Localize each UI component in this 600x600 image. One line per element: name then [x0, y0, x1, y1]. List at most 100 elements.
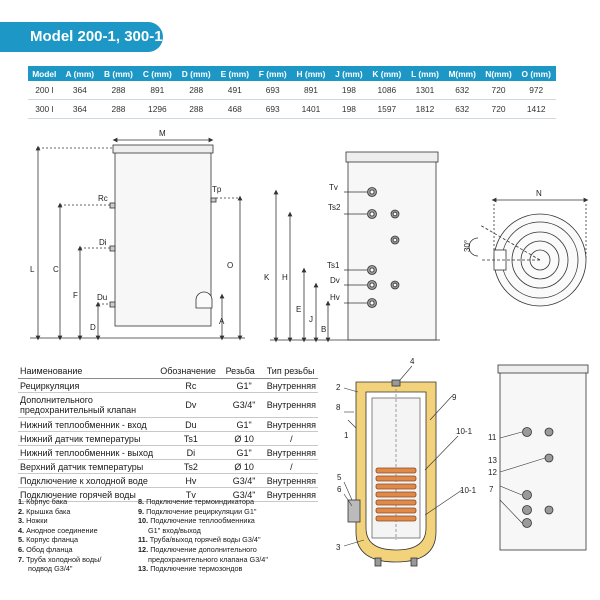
- connections-cell-type: /: [264, 459, 318, 474]
- list-item: 13. Подключение термозондов: [138, 564, 268, 574]
- dims-header-cell: N(mm): [480, 66, 517, 81]
- side-labels: Tv Ts2 Ts1 Dv Hv K H E J B: [264, 183, 341, 334]
- dims-cell: 891: [291, 81, 331, 100]
- connections-cell-thread: G1": [223, 378, 265, 393]
- dims-header-cell: E (mm): [215, 66, 254, 81]
- part-text: подвод G3/4": [28, 564, 73, 574]
- dims-header-cell: A (mm): [60, 66, 100, 81]
- connections-header-cell: Наименование: [18, 364, 159, 379]
- part-number: 7.: [18, 554, 25, 564]
- sec-num-5: 5: [337, 473, 342, 482]
- part-text: Анодное соединение: [26, 525, 98, 535]
- dims-cell: 288: [99, 81, 138, 100]
- label-Ts1: Ts1: [327, 261, 340, 270]
- list-item: 9. Подключение рециркуляции G1": [138, 507, 268, 517]
- connections-cell-name: Рециркуляция: [18, 378, 159, 393]
- dims-cell: 491: [215, 81, 254, 100]
- connections-cell-code: Di: [158, 445, 224, 460]
- label-Tp: Tp: [212, 185, 222, 194]
- title-banner: Model 200-1, 300-1: [0, 22, 163, 52]
- part-number: 8.: [138, 497, 145, 506]
- label-C: C: [53, 265, 59, 274]
- connections-cell-name: Нижний датчик температуры: [18, 431, 159, 446]
- connections-cell-code: Du: [158, 417, 224, 432]
- connections-header-cell: Тип резьбы: [264, 364, 318, 379]
- connections-cell-code: Tv: [158, 487, 224, 502]
- dims-cell: 364: [60, 99, 100, 119]
- top-labels: N 30°: [463, 189, 542, 252]
- connections-cell-code: Ts2: [158, 459, 224, 474]
- dims-header-cell: O (mm): [516, 66, 556, 81]
- connections-cell-name: Нижний теплообменник - выход: [18, 445, 159, 460]
- part-number: 5.: [18, 535, 25, 545]
- part-text: Обод фланца: [26, 544, 73, 554]
- connections-cell-type: Внутренняя: [264, 417, 318, 432]
- list-item: 12. Подключение дополнительного: [138, 545, 268, 555]
- connections-cell-type: Внутренняя: [264, 445, 318, 460]
- connections-header-cell: Обозначение: [158, 364, 224, 379]
- connections-header-cell: Резьба: [223, 364, 265, 379]
- list-item: подвод G3/4": [18, 564, 101, 574]
- dims-cell: 720: [480, 99, 517, 119]
- part-text: Подключение рециркуляции G1": [146, 506, 257, 516]
- part-number: 4.: [18, 525, 25, 535]
- dims-cell: 632: [443, 81, 481, 100]
- sec-num-12: 12: [488, 468, 497, 477]
- connections-cell-code: Ts1: [158, 431, 224, 446]
- sec-num-11: 11: [488, 433, 497, 442]
- page-title: Model 200-1, 300-1: [30, 28, 163, 45]
- dims-cell: 693: [253, 99, 292, 119]
- part-text: Подключение термоиндикатора: [146, 497, 254, 506]
- part-number: 3.: [18, 516, 25, 526]
- sec-num-13: 13: [488, 456, 497, 465]
- label-F: F: [73, 291, 78, 300]
- list-item: 4. Анодное соединение: [18, 526, 101, 536]
- connections-cell-thread: Ø 10: [223, 459, 265, 474]
- label-Rc: Rc: [98, 194, 108, 203]
- label-M: M: [159, 129, 166, 138]
- label-A: A: [219, 317, 225, 326]
- dims-cell: 288: [99, 99, 138, 119]
- label-E: E: [296, 305, 301, 314]
- connections-cell-name: Дополнительного предохранительный клапан: [18, 392, 159, 418]
- list-item: 8. Подключение термоиндикатора: [138, 497, 268, 507]
- part-number: 2.: [18, 506, 25, 516]
- dims-cell: 1301: [406, 81, 444, 100]
- dims-header-cell: C (mm): [137, 66, 177, 81]
- list-item: 11. Труба/выход горячей воды G3/4": [138, 535, 268, 545]
- dims-header-cell: H (mm): [291, 66, 331, 81]
- label-L: L: [30, 265, 35, 274]
- part-number: 11.: [138, 535, 148, 545]
- label-O: O: [227, 261, 233, 270]
- part-text: Корпус фланца: [26, 535, 79, 545]
- sec-num-10b: 10-1: [460, 486, 477, 495]
- list-item: 10. Подключение теплообменника: [138, 516, 268, 526]
- label-Dv: Dv: [330, 276, 340, 285]
- connections-cell-thread: G3/4": [223, 487, 265, 502]
- part-text: G1" вход/выход: [148, 525, 201, 535]
- dims-cell: 288: [176, 99, 216, 119]
- dims-header-cell: M(mm): [443, 66, 481, 81]
- dims-cell: 300 l: [28, 99, 61, 119]
- list-item: 3. Ножки: [18, 516, 101, 526]
- dims-header-cell: K (mm): [367, 66, 407, 81]
- connections-cell-code: Rc: [158, 378, 224, 393]
- section-view: [343, 365, 463, 567]
- connections-cell-thread: G1": [223, 445, 265, 460]
- right-side-labels: 11 13 12 7: [488, 433, 497, 494]
- dims-header-cell: B (mm): [99, 66, 138, 81]
- connections-cell-type: Внутренняя: [264, 487, 318, 502]
- part-text: Ножки: [26, 516, 48, 526]
- list-item: 2. Крышка бака: [18, 507, 101, 517]
- part-number: 12.: [138, 544, 149, 554]
